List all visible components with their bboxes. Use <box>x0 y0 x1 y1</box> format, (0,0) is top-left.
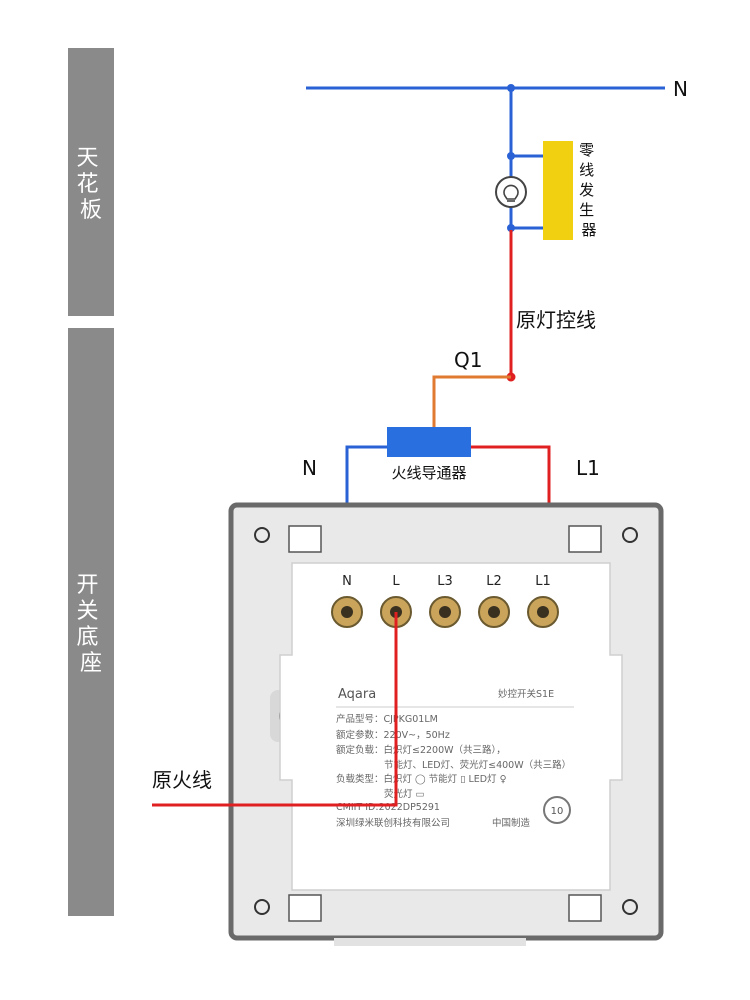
spec-rated: 额定参数：220V~，50Hz <box>336 729 450 741</box>
neutral-top-label: N <box>673 77 688 101</box>
q1-wire: Q1 <box>432 348 511 428</box>
made-in-label: 中国制造 <box>492 817 531 829</box>
lamp-icon <box>495 176 527 208</box>
terminal-label: L1 <box>535 574 551 589</box>
terminal-label: L <box>392 574 400 589</box>
switch-box-zone-label: 开 关 底 座 <box>76 573 105 676</box>
spec-load-2: 节能灯、LED灯、荧光灯≤400W（共三路） <box>384 759 571 771</box>
terminal-label: N <box>342 574 352 589</box>
spec-load-type-2: 荧光灯 ▭ <box>384 788 425 800</box>
neutral-generator: 零 线 发 生 器 <box>543 141 599 240</box>
recycle-badge-icon: 10 <box>543 796 571 824</box>
original-live-label: 原火线 <box>152 768 212 792</box>
terminal-block: N L L3 L2 L1 <box>331 574 559 628</box>
ceiling-zone: 天 花 板 <box>68 48 114 316</box>
svg-text:10: 10 <box>551 806 564 817</box>
live-conductor-label: 火线导通器 <box>391 464 466 482</box>
bottom-tab <box>334 938 526 946</box>
neutral-bottom-label: N <box>302 456 317 480</box>
spec-cmiit: CMIIT ID:2022DP5291 <box>336 802 440 813</box>
brand-name: Aqara <box>338 687 376 702</box>
spec-maker: 深圳绿米联创科技有限公司 <box>336 817 450 829</box>
original-control-wire: 原灯控线 <box>506 230 596 382</box>
l1-label: L1 <box>576 456 600 480</box>
product-label: Aqara 妙控开关S1E 产品型号：CJPKG01LM 额定参数：220V~，… <box>336 687 574 829</box>
switch-box-zone: 开 关 底 座 <box>68 328 114 916</box>
neutral-generator-label: 零 线 发 生 器 <box>579 141 599 239</box>
q1-label: Q1 <box>454 348 482 372</box>
lamp-branch <box>495 84 544 232</box>
spec-model: 产品型号：CJPKG01LM <box>336 713 438 725</box>
live-conductor: 火线导通器 <box>387 427 471 482</box>
ceiling-zone-label: 天 花 板 <box>76 146 105 223</box>
spec-load-type: 负载类型：白炽灯 ◯ 节能灯 ▯ LED灯 ♀ <box>336 773 507 785</box>
neutral-bus: N <box>306 77 688 101</box>
terminal-label: L2 <box>486 574 502 589</box>
spec-load: 额定负载：白炽灯≤2200W（共三路）， <box>336 744 506 756</box>
switch-plate <box>228 502 664 941</box>
terminal-label: L3 <box>437 574 453 589</box>
terminal-screw-icon <box>331 596 559 628</box>
original-control-label: 原灯控线 <box>516 308 596 332</box>
product-name: 妙控开关S1E <box>498 688 554 700</box>
original-live-wire: 原火线 <box>152 612 398 807</box>
